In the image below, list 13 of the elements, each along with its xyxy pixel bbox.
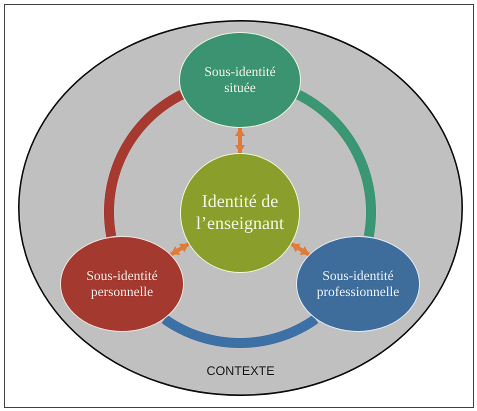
node-label: Identité de l’enseignant	[195, 191, 285, 235]
double-arrow	[235, 128, 245, 153]
circle-node	[180, 153, 300, 273]
ellipse-node	[296, 236, 420, 332]
ring-arc	[160, 314, 320, 348]
node-label: Sous-identité personnelle	[85, 268, 159, 300]
node-label: Sous-identité professionnelle	[316, 268, 400, 300]
context-label: CONTEXTE	[206, 364, 275, 379]
double-arrow	[170, 242, 190, 256]
node-label: Sous-identité située	[203, 64, 277, 96]
double-arrow	[290, 242, 310, 256]
ellipse-node	[60, 236, 184, 332]
ellipse-node	[179, 32, 301, 128]
